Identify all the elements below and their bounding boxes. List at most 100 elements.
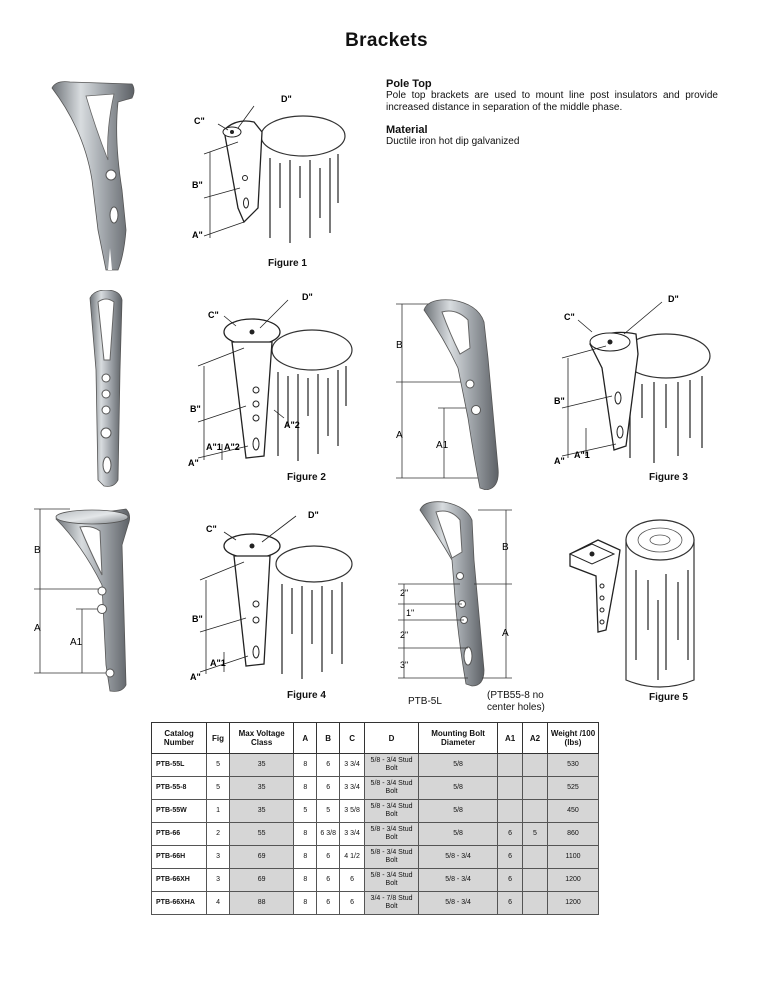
material-text: Ductile iron hot dip galvanized: [386, 136, 520, 147]
table-cell: [497, 799, 524, 823]
dim-a-photo: A: [34, 623, 41, 634]
dim-a2: A"2: [224, 442, 240, 452]
table-cell: [522, 776, 548, 800]
dim-3in: 3": [400, 660, 408, 670]
dim-d: D": [668, 294, 679, 304]
page-title: Brackets: [345, 30, 428, 51]
col-b: B: [316, 722, 341, 754]
table-cell: 5/8: [418, 776, 499, 800]
col-catalog-number: Catalog Number: [150, 722, 208, 754]
dim-a: A": [190, 672, 201, 682]
description-block: Pole Top Pole top brackets are used to m…: [386, 78, 718, 158]
dim-a1-photo: A1: [70, 637, 83, 648]
dim-c: C": [208, 310, 219, 320]
table-cell: 4: [206, 891, 230, 915]
table-cell: 3 3/4: [339, 822, 366, 846]
table-cell: 5/8 - 3/4: [418, 868, 499, 892]
bracket-photo-ptb66: [89, 290, 123, 487]
pole-top-heading: Pole Top: [386, 78, 432, 90]
table-cell: 5/8: [418, 799, 499, 823]
table-cell: PTB-66H: [150, 845, 208, 869]
figure-5-caption: Figure 5: [649, 692, 688, 703]
table-cell: [522, 799, 548, 823]
table-cell: 6: [497, 845, 524, 869]
dim-a1-photo: A1: [436, 440, 449, 451]
table-cell: 5/8 - 3/4 Stud Bolt: [364, 776, 420, 800]
table-cell: 8: [293, 891, 318, 915]
table-cell: 6: [316, 753, 341, 777]
col-a: A: [293, 722, 318, 754]
figure-3-caption: Figure 3: [649, 472, 688, 483]
table-cell: 860: [546, 822, 600, 846]
table-cell: PTB-66XHA: [150, 891, 208, 915]
table-cell: 5/8 - 3/4 Stud Bolt: [364, 845, 420, 869]
table-cell: 6: [316, 845, 341, 869]
table-cell: [522, 845, 548, 869]
col-mounting-bolt: Mounting Bolt Diameter: [418, 722, 499, 754]
dim-c: C": [564, 312, 575, 322]
table-cell: PTB-55W: [150, 799, 208, 823]
table-cell: 5/8 - 3/4 Stud Bolt: [364, 799, 420, 823]
dim-c: C": [194, 116, 205, 126]
table-cell: 6: [316, 891, 341, 915]
table-cell: 3 5/8: [339, 799, 366, 823]
table-cell: 6: [497, 822, 524, 846]
dim-d: D": [281, 94, 292, 104]
dim-b: B": [192, 180, 203, 190]
dim-a-photo: A: [502, 628, 509, 639]
dim-b: B": [554, 396, 565, 406]
table-cell: 1: [206, 799, 230, 823]
table-cell: PTB-55-8: [150, 776, 208, 800]
dim-a: A": [554, 456, 565, 466]
table-cell: PTB-66: [150, 822, 208, 846]
table-cell: 4 1/2: [339, 845, 366, 869]
spec-table: Catalog Number Fig Max Voltage Class A B…: [150, 722, 600, 915]
table-cell: 88: [228, 891, 295, 915]
table-cell: 3/4 - 7/8 Stud Bolt: [364, 891, 420, 915]
table-cell: 8: [293, 822, 318, 846]
bracket-photo-ptb66h: B A A1: [396, 299, 499, 490]
dim-a1: A"1: [210, 658, 226, 668]
dim-d: D": [302, 292, 313, 302]
dim-a: A": [188, 458, 199, 468]
table-cell: 5/8 - 3/4: [418, 891, 499, 915]
dim-a-photo: A: [396, 430, 403, 441]
table-cell: 35: [228, 753, 295, 777]
col-a2: A2: [522, 722, 548, 754]
figure-4-caption: Figure 4: [287, 690, 326, 701]
dim-b-photo: B: [502, 542, 509, 553]
table-cell: [522, 868, 548, 892]
dim-2in-bottom: 2": [400, 630, 408, 640]
dim-c: C": [206, 524, 217, 534]
dim-a1: A"1: [574, 450, 590, 460]
table-cell: 5/8: [418, 753, 499, 777]
dim-1in: 1": [406, 608, 414, 618]
table-cell: 5/8 - 3/4 Stud Bolt: [364, 822, 420, 846]
dim-a2-right: A"2: [284, 420, 300, 430]
table-cell: 69: [228, 868, 295, 892]
table-cell: 450: [546, 799, 600, 823]
dim-d: D": [308, 510, 319, 520]
figure-3-drawing: D" C" B" A" A"1: [554, 294, 711, 466]
table-cell: 3: [206, 868, 230, 892]
col-max-voltage: Max Voltage Class: [228, 722, 295, 754]
table-cell: 6: [316, 868, 341, 892]
figure-1-caption: Figure 1: [268, 258, 307, 269]
table-cell: [497, 753, 524, 777]
table-cell: 6: [316, 776, 341, 800]
col-d: D: [364, 722, 420, 754]
dim-b: B": [192, 614, 203, 624]
dim-b-photo: B: [34, 545, 41, 556]
bracket-photo-ptb66xha: B A A1: [34, 508, 130, 692]
table-cell: 3 3/4: [339, 753, 366, 777]
table-cell: 5/8 - 3/4 Stud Bolt: [364, 868, 420, 892]
table-cell: [522, 753, 548, 777]
table-cell: 5: [316, 799, 341, 823]
table-cell: 8: [293, 868, 318, 892]
table-cell: PTB-55L: [150, 753, 208, 777]
figure-2-drawing: D" C" B" A" A"1 A"2 A"2: [188, 292, 353, 468]
bracket-photo-ptb55l: B A 2" 1" 2" 3": [398, 501, 512, 687]
